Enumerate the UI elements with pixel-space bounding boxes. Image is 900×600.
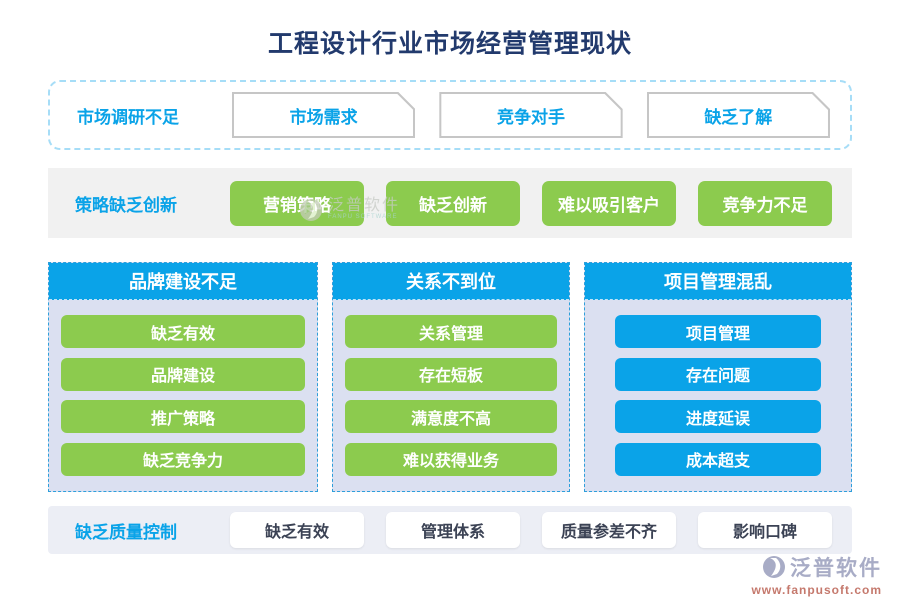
column-item: 存在问题	[615, 357, 821, 391]
column-item: 成本超支	[615, 442, 821, 476]
section-quality: 缺乏质量控制 缺乏有效 管理体系 质量参差不齐 影响口碑	[48, 506, 852, 554]
column-item: 缺乏有效	[61, 315, 305, 349]
column-item: 进度延误	[615, 400, 821, 434]
strategy-pill: 难以吸引客户	[542, 180, 676, 226]
column-item: 存在短板	[345, 357, 557, 391]
strategy-pills: 营销策略 缺乏创新 难以吸引客户 竞争力不足	[230, 180, 832, 226]
market-research-tags: 市场需求 竞争对手 缺乏了解	[232, 92, 830, 138]
brand-logo-icon	[763, 556, 785, 578]
brand-name: 泛普软件	[790, 557, 882, 580]
column-relationship: 关系不到位 关系管理 存在短板 满意度不高 难以获得业务	[332, 262, 570, 492]
brand-url[interactable]: www.fanpusoft.com	[751, 583, 882, 597]
column-project-items: 项目管理 存在问题 进度延误 成本超支	[585, 300, 851, 491]
column-item: 缺乏竞争力	[61, 442, 305, 476]
quality-chip: 影响口碑	[698, 512, 832, 548]
quality-chip: 管理体系	[386, 512, 520, 548]
footer-brand: 泛普软件 www.fanpusoft.com	[751, 552, 882, 597]
column-item: 品牌建设	[61, 357, 305, 391]
section-strategy: 策略缺乏创新 营销策略 缺乏创新 难以吸引客户 竞争力不足	[48, 168, 852, 238]
column-brand-header: 品牌建设不足	[49, 263, 317, 300]
quality-chips: 缺乏有效 管理体系 质量参差不齐 影响口碑	[230, 512, 832, 548]
column-relationship-header: 关系不到位	[333, 263, 569, 300]
tag-label: 市场需求	[234, 94, 413, 136]
market-factor-tag: 缺乏了解	[647, 92, 830, 138]
column-item: 关系管理	[345, 315, 557, 349]
strategy-pill: 营销策略	[230, 180, 364, 226]
market-factor-tag: 市场需求	[232, 92, 415, 138]
column-item: 项目管理	[615, 315, 821, 349]
tag-label: 竞争对手	[441, 94, 620, 136]
quality-label: 缺乏质量控制	[75, 522, 177, 542]
column-item: 满意度不高	[345, 400, 557, 434]
tag-label: 缺乏了解	[649, 94, 828, 136]
column-item: 难以获得业务	[345, 442, 557, 476]
column-item: 推广策略	[61, 400, 305, 434]
strategy-pill: 缺乏创新	[386, 180, 520, 226]
column-project-header: 项目管理混乱	[585, 263, 851, 300]
column-project: 项目管理混乱 项目管理 存在问题 进度延误 成本超支	[584, 262, 852, 492]
strategy-pill: 竞争力不足	[698, 180, 832, 226]
quality-chip: 质量参差不齐	[542, 512, 676, 548]
page-title: 工程设计行业市场经营管理现状	[267, 30, 632, 58]
section-columns: 品牌建设不足 缺乏有效 品牌建设 推广策略 缺乏竞争力 关系不到位 关系管理	[48, 262, 852, 492]
market-research-label: 市场调研不足	[77, 107, 179, 127]
quality-chip: 缺乏有效	[230, 512, 364, 548]
column-brand-items: 缺乏有效 品牌建设 推广策略 缺乏竞争力	[49, 300, 317, 491]
column-brand: 品牌建设不足 缺乏有效 品牌建设 推广策略 缺乏竞争力	[48, 262, 318, 492]
market-factor-tag: 竞争对手	[439, 92, 622, 138]
column-relationship-items: 关系管理 存在短板 满意度不高 难以获得业务	[333, 300, 569, 491]
section-market-research: 市场调研不足 市场需求 竞争对手 缺乏了解	[48, 80, 852, 150]
strategy-label: 策略缺乏创新	[75, 195, 177, 215]
